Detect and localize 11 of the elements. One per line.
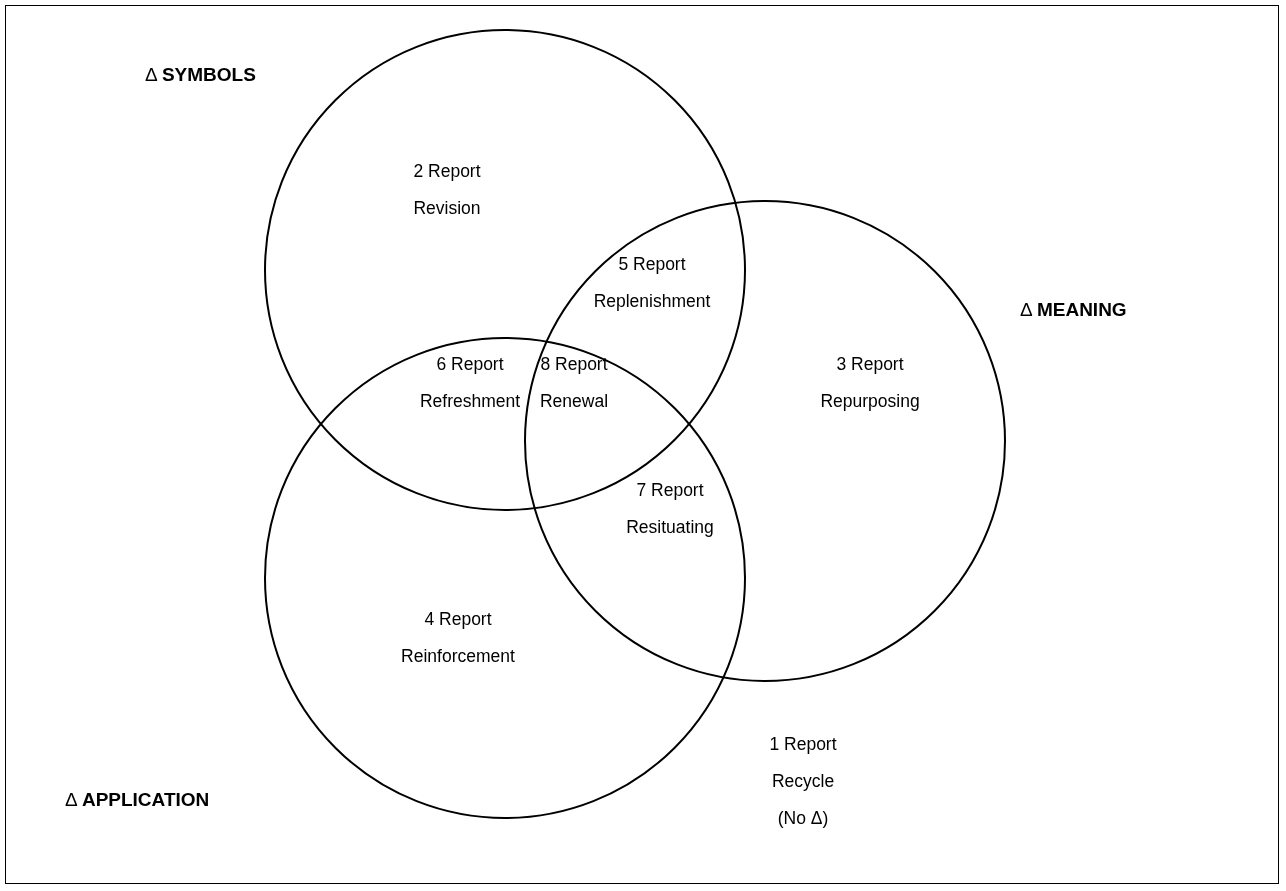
region-label: 2 Report Revision bbox=[413, 160, 481, 220]
set-heading: Δ APPLICATION bbox=[65, 788, 210, 812]
region-label: 8 Report Renewal bbox=[539, 353, 609, 413]
region-label: 3 Report Repurposing bbox=[820, 353, 920, 413]
region-label: 7 Report Resituating bbox=[626, 479, 714, 539]
region-label: 5 Report Replenishment bbox=[593, 253, 711, 313]
region-label: 4 Report Reinforcement bbox=[401, 608, 515, 668]
region-label: 1 Report Recycle (No Δ) bbox=[768, 733, 838, 830]
set-heading: Δ SYMBOLS bbox=[145, 63, 256, 87]
set-heading: Δ MEANING bbox=[1020, 298, 1127, 322]
region-label: 6 Report Refreshment bbox=[419, 353, 521, 413]
